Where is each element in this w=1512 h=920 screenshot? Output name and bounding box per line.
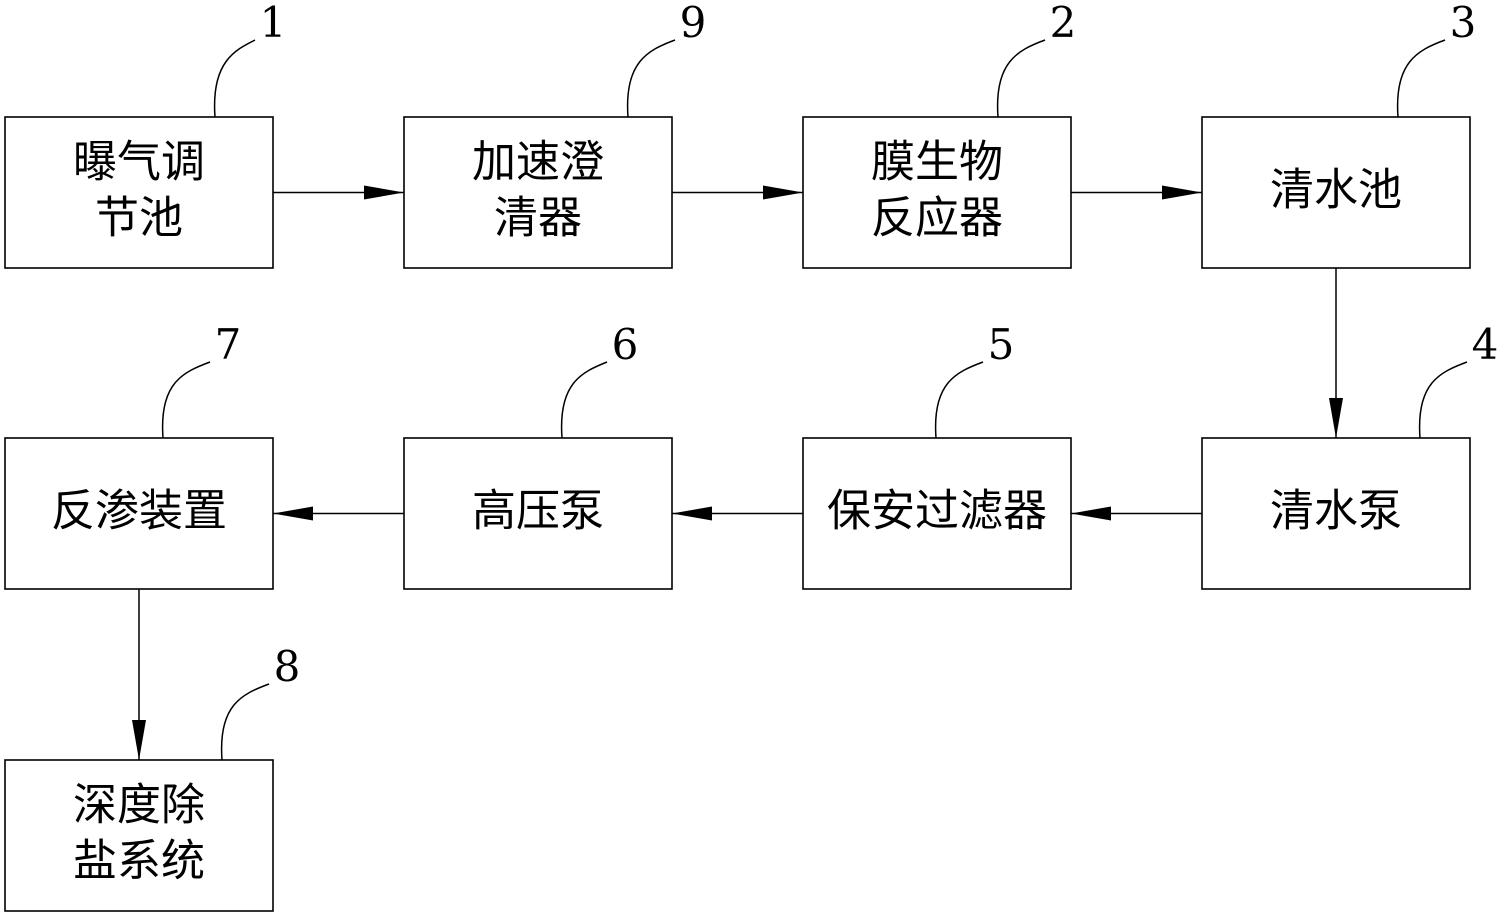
process-box-b3: 清水池 [1201,116,1471,269]
process-box-b7: 反渗装置 [4,437,274,590]
process-box-frame [802,116,1072,269]
reference-leader-line [560,361,608,439]
reference-number: 3 [1450,0,1477,47]
process-box-label: 清水泵 [1270,486,1402,537]
flow-arrows [132,185,1343,760]
reference-leader-line [996,39,1046,118]
reference-number: 6 [612,320,639,369]
process-box-label: 盐系统 [73,836,205,887]
reference-leader-line [213,39,256,118]
process-box-label: 加速澄 [472,137,604,188]
reference-leader-line [1418,361,1468,439]
process-box-label: 保安过滤器 [827,486,1047,537]
process-box-label: 反渗装置 [51,486,227,537]
process-box-frame [802,437,1072,590]
process-box-frame [4,116,274,269]
reference-leaders: 1 9 2 3 4 5 6 7 8 [161,0,1499,761]
process-box-b4: 清水泵 [1201,437,1471,590]
process-box-label: 高压泵 [472,486,604,537]
process-box-b6: 高压泵 [403,437,673,590]
process-box-label: 清器 [494,193,582,244]
process-box-frame [1201,437,1471,590]
process-box-frame [4,759,274,912]
reference-leader-line [1396,39,1446,118]
process-box-label: 膜生物 [871,137,1003,188]
process-box-frame [1201,116,1471,269]
process-box-label: 曝气调 [73,137,205,188]
reference-number: 4 [1472,320,1499,369]
reference-number: 9 [680,0,707,47]
process-box-frame [4,437,274,590]
process-box-label: 清水池 [1270,165,1402,216]
reference-leader-line [626,39,676,118]
reference-number: 1 [260,0,287,47]
process-box-b5: 保安过滤器 [802,437,1072,590]
process-box-label: 反应器 [871,193,1003,244]
process-box-frame [403,437,673,590]
reference-leader-line [161,361,211,439]
process-box-frame [403,116,673,269]
reference-number: 7 [215,320,242,369]
process-box-label: 节池 [95,193,183,244]
reference-number: 5 [988,320,1015,369]
reference-leader-line [934,361,984,439]
reference-number: 2 [1050,0,1077,47]
reference-leader-line [220,683,270,761]
reference-number: 8 [274,642,301,691]
process-box-label: 深度除 [73,780,205,831]
